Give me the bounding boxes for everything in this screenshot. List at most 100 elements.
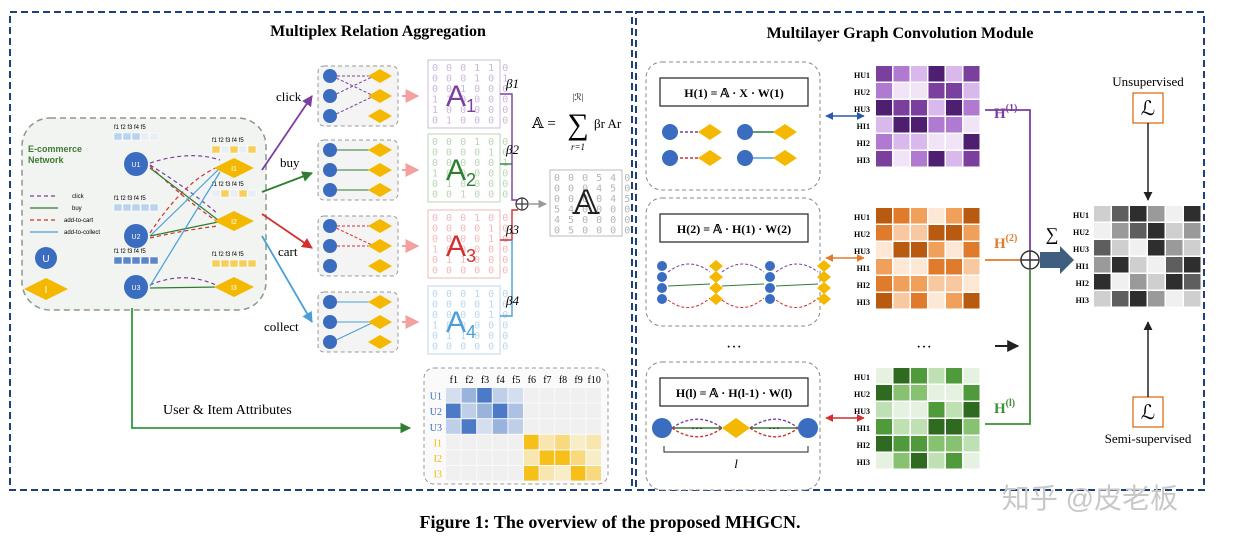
relation-matrix-row: 0 0 0 0 1 0	[432, 148, 509, 159]
feature-cell	[149, 132, 159, 141]
svg-text:𝔸 =: 𝔸 =	[531, 116, 556, 132]
network-user-nodes: U1 U2 U3	[124, 152, 148, 299]
attribute-feature-label: f10	[588, 375, 601, 386]
final-heatmap-cell	[1184, 240, 1201, 256]
final-row-label: HU3	[1073, 245, 1089, 254]
beta-4: β4	[505, 293, 519, 308]
subgraph-user-node	[323, 89, 337, 103]
aggregated-matrix-row: 0 0 0 0 4 5	[554, 194, 631, 205]
heatmap-cell	[911, 66, 927, 82]
attribute-cell	[555, 403, 570, 419]
feature-cell	[211, 145, 221, 154]
final-heatmap-cell	[1130, 206, 1147, 222]
attribute-cell	[570, 466, 586, 481]
relation-matrix-row: 0 0 1 0 0 0	[432, 190, 509, 201]
semisupervised-label: Semi-supervised	[1105, 431, 1192, 446]
subgraph-edge	[331, 321, 375, 343]
heatmap-row-label: HI1	[857, 424, 870, 433]
heatmap-cell	[893, 402, 910, 418]
heatmap-row-label: HU3	[854, 407, 870, 416]
heatmap-row-label: HU2	[854, 230, 870, 239]
feature-cell	[122, 203, 132, 212]
heatmap-row-label: HU3	[854, 247, 870, 256]
attribute-cell	[539, 403, 555, 419]
attribute-cell	[508, 419, 523, 434]
layer2-edge	[775, 283, 819, 287]
feature-cell	[238, 259, 248, 268]
final-heatmap-cell	[1094, 223, 1111, 239]
heatmap-cell	[946, 419, 962, 435]
feature-cell	[140, 256, 150, 265]
layer-ellipsis: ···	[726, 339, 742, 356]
layer2-edge	[775, 263, 819, 273]
layer1-user-node	[662, 124, 678, 140]
attribute-cell	[446, 450, 461, 465]
heatmap-cell	[928, 453, 945, 469]
feature-cell	[229, 189, 239, 198]
relation-matrix-row: 0 1 1 0 0 0	[432, 255, 509, 266]
subgraph-user-node	[323, 219, 337, 233]
heatmap-row-label: HU3	[854, 105, 870, 114]
heatmap-cell	[963, 117, 980, 133]
heatmap-cell	[893, 293, 910, 309]
attribute-cell	[446, 419, 461, 434]
svg-text:U2: U2	[132, 234, 141, 241]
heatmap-row-label: HI3	[857, 298, 870, 307]
attribute-cell	[539, 434, 555, 450]
heatmap-cell	[876, 419, 892, 435]
attribute-cell	[570, 419, 586, 434]
svg-text:ℒ: ℒ	[1141, 402, 1155, 424]
figure-caption: Figure 1: The overview of the proposed M…	[420, 512, 801, 532]
svg-text:ℒ: ℒ	[1141, 98, 1155, 120]
attribute-cell	[586, 450, 601, 465]
heatmap-cell	[893, 151, 910, 167]
heatmap-cell	[963, 151, 980, 167]
semisupervised-loss-box	[1132, 396, 1164, 428]
heatmap-cell	[876, 66, 892, 82]
feature-cell	[229, 259, 239, 268]
attribute-cell	[539, 466, 555, 481]
heatmap-cell	[893, 100, 910, 116]
attribute-cell	[477, 434, 492, 450]
attribute-cell	[555, 466, 570, 481]
heatmap-cell	[911, 242, 927, 258]
relation-matrix-row: 0 1 0 0 0 0	[432, 179, 509, 190]
feature-cell	[211, 259, 221, 268]
heatmap-cell	[928, 208, 945, 224]
subgraph-edge	[331, 225, 375, 247]
feature-labels: f1 f2 f3 f4 f5	[114, 125, 146, 131]
heatmap-cell	[893, 66, 910, 82]
final-heatmap-cell	[1148, 240, 1165, 256]
layerl-edge	[671, 427, 723, 438]
feature-cell	[113, 256, 123, 265]
feature-cell	[247, 145, 257, 154]
heatmap-cell	[946, 225, 962, 241]
attribute-cell	[492, 388, 508, 403]
feature-cell	[220, 189, 230, 198]
heatmap-cell	[963, 66, 980, 82]
heatmap-cell	[963, 293, 980, 309]
layer2-edge	[721, 283, 765, 287]
attribute-feature-label: f9	[574, 375, 582, 386]
unsupervised-label: Unsupervised	[1112, 74, 1184, 89]
svg-text:r=1: r=1	[571, 142, 585, 152]
attribute-row-label: I3	[434, 470, 442, 481]
feature-cell	[211, 189, 221, 198]
feature-cell	[113, 203, 123, 212]
path-length-label: l	[734, 456, 738, 471]
svg-text:I3: I3	[231, 285, 237, 292]
final-heatmap-cell	[1130, 240, 1147, 256]
feature-labels: f1 f2 f3 f4 f5	[212, 252, 244, 258]
left-panel-border	[9, 11, 633, 491]
layer-boxes: H(1) = 𝔸 · X · W(1)H(2) = 𝔸 · H(1) · W(2…	[645, 61, 831, 491]
layer-formula: H(2) = 𝔸 · H(1) · W(2)	[677, 222, 791, 236]
heatmap-cell	[876, 208, 892, 224]
layerl-edge	[749, 418, 799, 429]
heatmap-cell	[911, 151, 927, 167]
relation-matrix-row: 1 0 0 0 0 0	[432, 245, 509, 256]
final-heatmap-cell	[1094, 206, 1111, 222]
attribute-cell	[555, 450, 570, 465]
attribute-cell	[570, 434, 586, 450]
